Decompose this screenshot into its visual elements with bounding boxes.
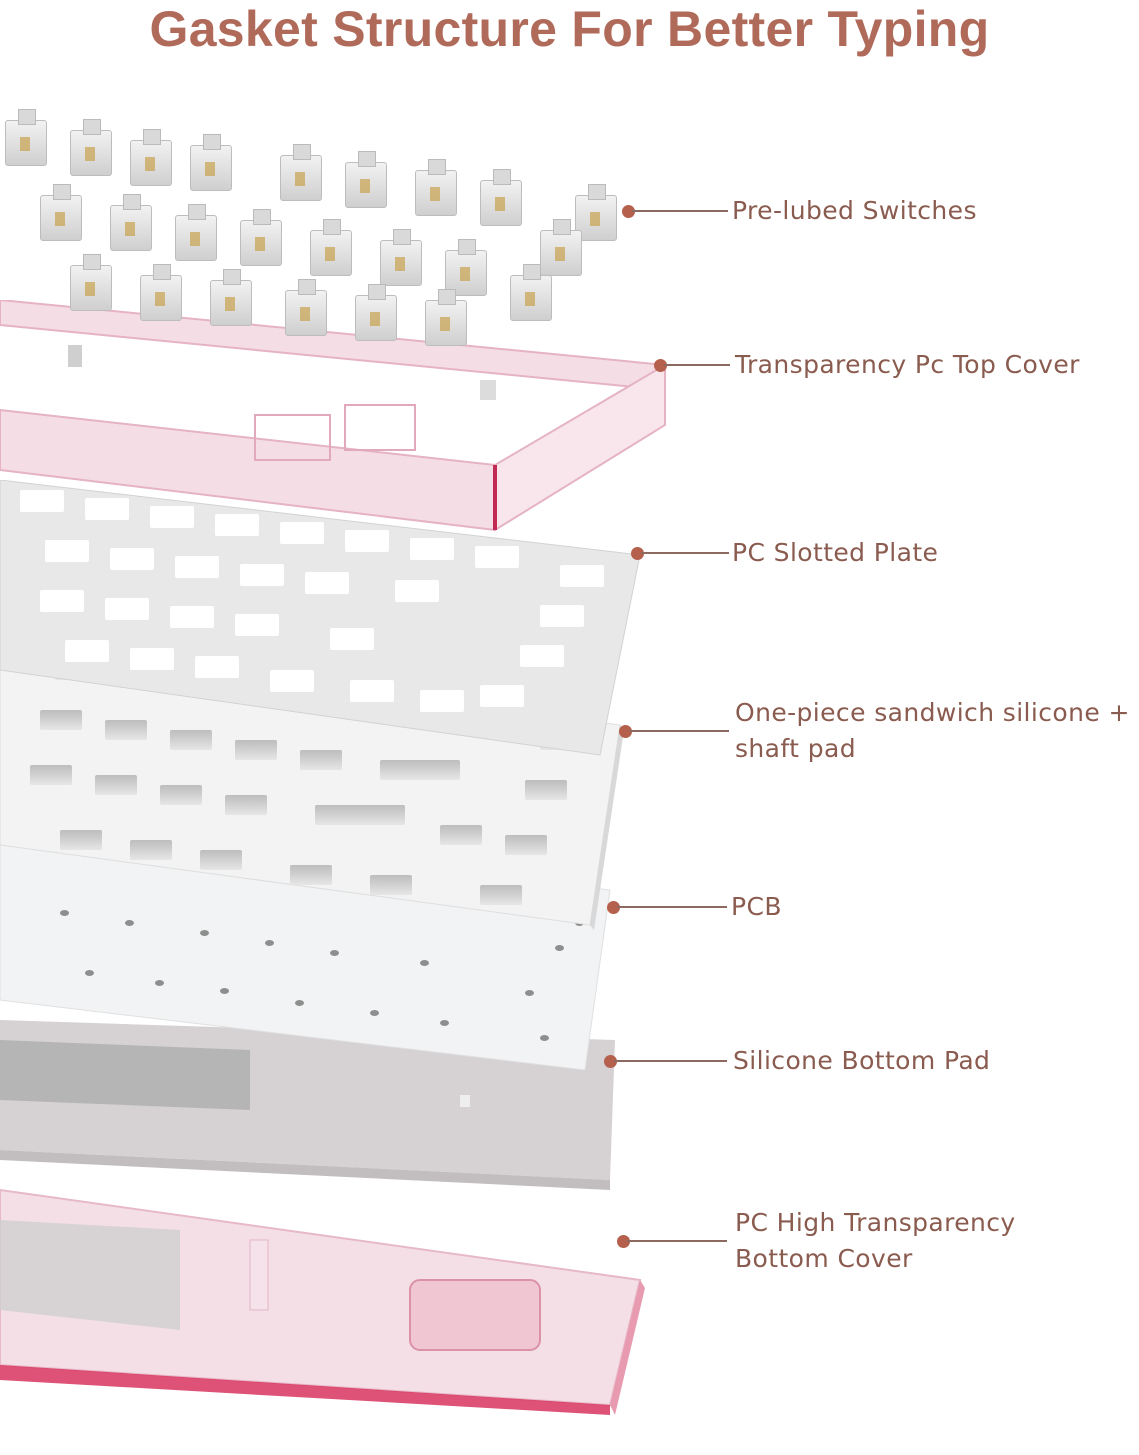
callout-switches: Pre-lubed Switches [0,196,1139,225]
page-title: Gasket Structure For Better Typing [149,1,990,57]
callout-leader-line [627,1240,727,1242]
slotted-plate-layer [0,479,641,780]
callout-label: One-piece sandwich silicone + [735,698,1130,727]
callout-label: PC Slotted Plate [732,538,939,567]
callout-dot-icon [654,359,667,372]
callout-bottom-cover: PC High Transparency Bottom Cover [0,1208,1139,1273]
callout-dot-icon [617,1235,630,1248]
bottom-cover-layer [0,1170,650,1450]
callout-label: Pre-lubed Switches [732,196,977,225]
callout-top-cover: Transparency Pc Top Cover [0,350,1139,379]
callout-slotted-plate: PC Slotted Plate [0,538,1139,567]
callout-leader-line [641,552,729,554]
callout-leader-line [632,210,728,212]
callout-pcb: PCB [0,892,1139,921]
callout-leader-line [614,1060,727,1062]
callout-dot-icon [604,1055,617,1068]
callout-label: PCB [731,892,782,921]
callout-sandwich-pad: One-piece sandwich silicone + shaft pad [0,698,1139,763]
silicone-bottom-pad-layer [0,980,630,1280]
callout-label: Bottom Cover [735,1244,913,1273]
switches-layer [0,100,640,346]
callout-dot-icon [622,205,635,218]
callout-label: PC High Transparency [735,1208,1016,1237]
callout-leader-line [617,906,727,908]
callout-dot-icon [631,547,644,560]
callout-label: Transparency Pc Top Cover [735,350,1080,379]
exploded-keyboard-illustration [0,80,680,1446]
top-cover-layer [0,298,680,540]
callout-dot-icon [607,901,620,914]
callout-leader-line [664,364,730,366]
callout-label: shaft pad [735,734,856,763]
callout-leader-line [629,730,729,732]
callout-dot-icon [619,725,632,738]
callout-label: Silicone Bottom Pad [733,1046,991,1075]
callout-bottom-pad: Silicone Bottom Pad [0,1046,1139,1075]
